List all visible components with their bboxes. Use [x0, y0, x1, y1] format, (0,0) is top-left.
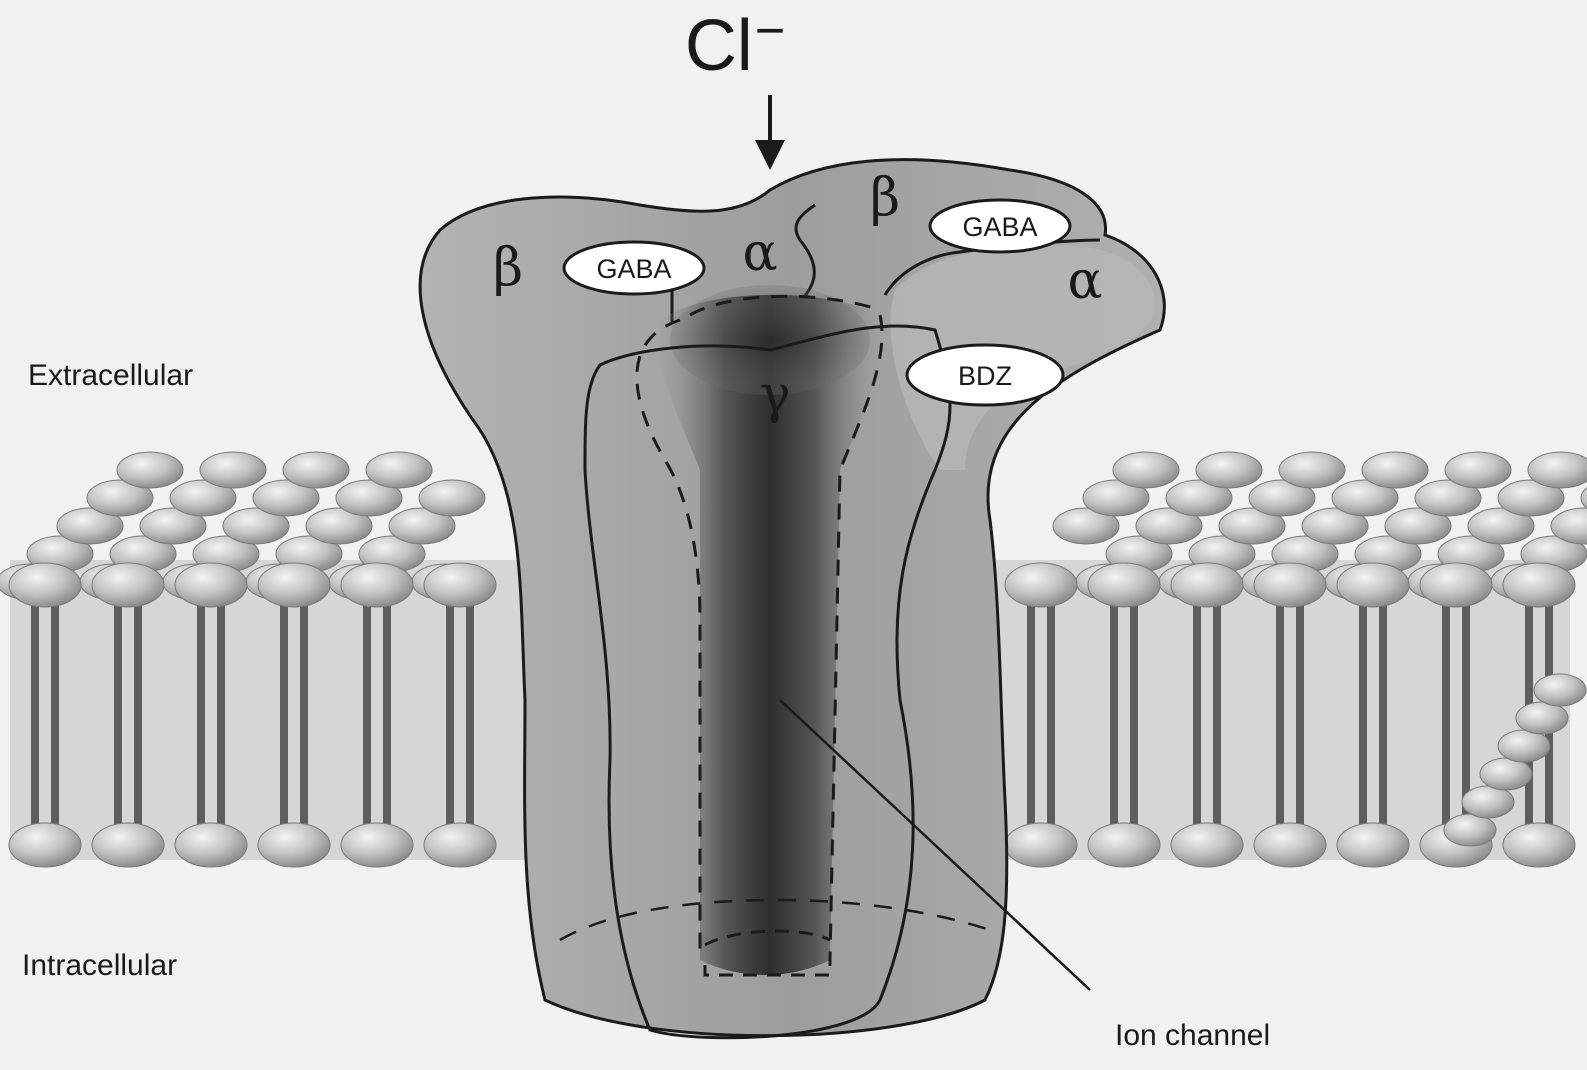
lipid-head — [1516, 702, 1568, 734]
lipid-head — [9, 563, 81, 607]
lipid-head — [1254, 563, 1326, 607]
lipid-tail — [217, 595, 225, 835]
lipid-tail — [1276, 595, 1284, 835]
lipid-tail — [466, 595, 474, 835]
lipid-head — [341, 823, 413, 867]
binding-site-gaba-left: GABA — [564, 242, 704, 294]
lipid-head — [1196, 452, 1262, 488]
lipid-tail — [1193, 595, 1201, 835]
lipid-head — [1420, 563, 1492, 607]
lipid-head — [175, 563, 247, 607]
ion-channel-label: Ion channel — [1115, 1019, 1270, 1052]
gaba-right-label: GABA — [962, 212, 1037, 242]
subunit-label-beta-right: β — [870, 168, 900, 228]
lipid-head — [258, 823, 330, 867]
lipid-head — [424, 563, 496, 607]
lipid-head — [341, 563, 413, 607]
binding-site-gaba-right: GABA — [930, 200, 1070, 252]
lipid-tail — [383, 595, 391, 835]
extracellular-label: Extracellular — [28, 359, 193, 392]
subunit-label-gamma: γ — [759, 365, 790, 425]
lipid-head — [1113, 452, 1179, 488]
gaba-left-label: GABA — [596, 254, 671, 284]
lipid-head — [1171, 823, 1243, 867]
lipid-head — [419, 480, 485, 516]
lipid-head — [9, 823, 81, 867]
lipid-head — [1480, 758, 1532, 790]
lipid-head — [424, 823, 496, 867]
lipid-head — [1005, 563, 1077, 607]
intracellular-label: Intracellular — [22, 949, 177, 982]
lipid-tail — [1047, 595, 1055, 835]
lipid-head — [1088, 563, 1160, 607]
lipid-head — [1279, 452, 1345, 488]
bdz-label: BDZ — [958, 361, 1012, 391]
lipid-head — [92, 823, 164, 867]
lipid-head — [1362, 452, 1428, 488]
lipid-head — [1445, 452, 1511, 488]
lipid-head — [283, 452, 349, 488]
lipid-tail — [1027, 595, 1035, 835]
lipid-head — [1171, 563, 1243, 607]
lipid-tail — [280, 595, 288, 835]
lipid-head — [1503, 823, 1575, 867]
lipid-tail — [1379, 595, 1387, 835]
lipid-head — [1498, 730, 1550, 762]
lipid-head — [1337, 563, 1409, 607]
lipid-tail — [1110, 595, 1118, 835]
lipid-tail — [114, 595, 122, 835]
lipid-tail — [1296, 595, 1304, 835]
subunit-label-alpha-right: α — [1067, 251, 1102, 311]
lipid-tail — [1359, 595, 1367, 835]
lipid-head — [1534, 674, 1586, 706]
lipid-head — [1462, 786, 1514, 818]
lipid-tail — [363, 595, 371, 835]
lipid-tail — [197, 595, 205, 835]
down-arrow-icon — [755, 95, 785, 170]
lipid-head — [1444, 814, 1496, 846]
lipid-tail — [31, 595, 39, 835]
lipid-tail — [51, 595, 59, 835]
lipid-head — [92, 563, 164, 607]
lipid-head — [1254, 823, 1326, 867]
subunit-label-beta-left: β — [493, 238, 523, 298]
lipid-head — [200, 452, 266, 488]
lipid-head — [1088, 823, 1160, 867]
lipid-head — [117, 452, 183, 488]
lipid-tail — [446, 595, 454, 835]
binding-site-bdz: BDZ — [907, 345, 1063, 405]
lipid-head — [258, 563, 330, 607]
chloride-ion-label: Cl− — [685, 2, 785, 86]
lipid-head — [366, 452, 432, 488]
lipid-head — [1005, 823, 1077, 867]
lipid-tail — [1442, 595, 1450, 835]
subunit-label-alpha-left: α — [742, 223, 777, 283]
lipid-tail — [300, 595, 308, 835]
lipid-head — [1503, 563, 1575, 607]
lipid-head — [1528, 452, 1587, 488]
lipid-tail — [1213, 595, 1221, 835]
lipid-head — [1337, 823, 1409, 867]
lipid-tail — [134, 595, 142, 835]
lipid-tail — [1130, 595, 1138, 835]
lipid-head — [175, 823, 247, 867]
